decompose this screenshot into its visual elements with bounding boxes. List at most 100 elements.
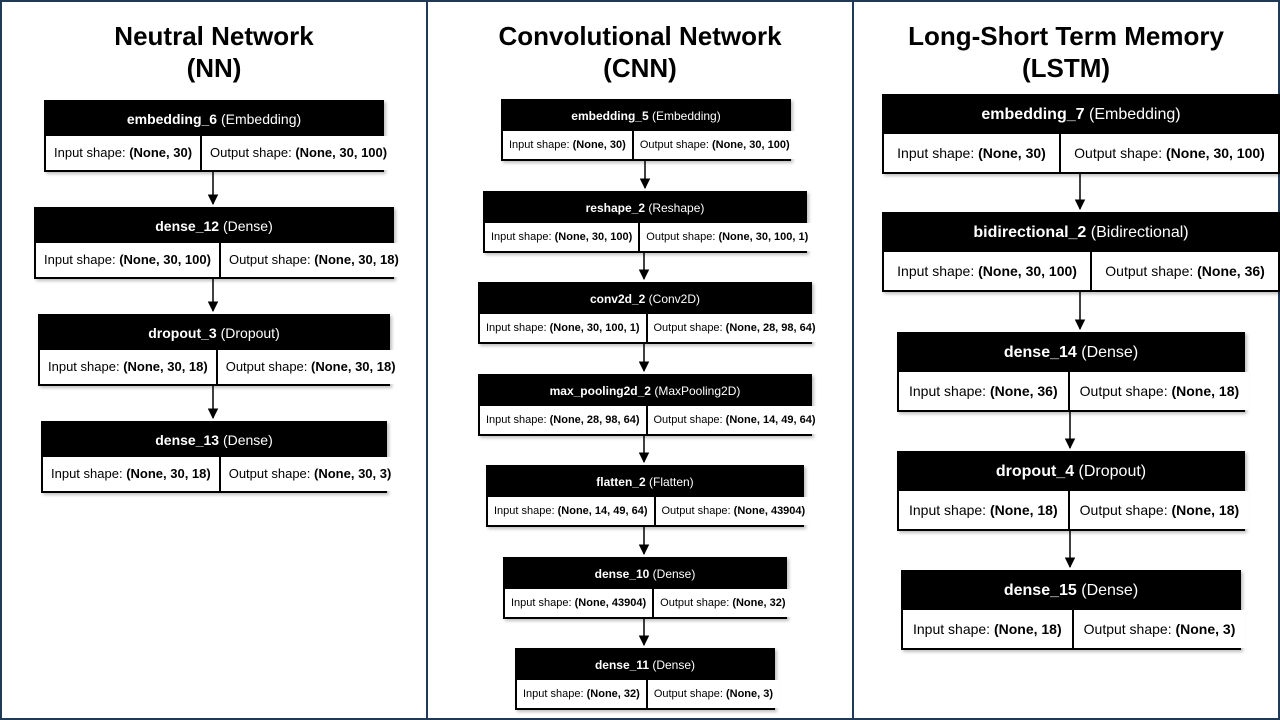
layer-name: bidirectional_2 xyxy=(973,224,1087,241)
output-shape-label: Output shape: xyxy=(639,139,709,151)
layer-header: flatten_2 (Flatten) xyxy=(488,467,802,497)
output-shape-label: Output shape: xyxy=(1074,145,1163,161)
input-shape-label: Input shape: xyxy=(909,383,987,399)
output-shape-label: Output shape: xyxy=(653,688,723,700)
output-shape-cell: Output shape: (None, 30, 18) xyxy=(217,350,404,384)
panel-title-line: (LSTM) xyxy=(1021,53,1111,83)
layer-name: dense_11 xyxy=(594,658,649,672)
layer-block: dense_10 (Dense)Input shape: (None, 4390… xyxy=(503,557,792,619)
output-shape-cell: Output shape: (None, 36) xyxy=(1092,252,1278,290)
layer-shapes: Input shape: (None, 14, 49, 64)Output sh… xyxy=(488,497,812,525)
output-shape-label: Output shape: xyxy=(1105,263,1194,279)
output-shape-value: (None, 30, 100) xyxy=(1166,145,1265,161)
input-shape-value: (None, 30, 100) xyxy=(554,231,633,243)
layer-type: (Dense) xyxy=(1081,582,1139,599)
panel-title: Long-Short Term Memory (LSTM) xyxy=(854,20,1278,84)
input-shape-value: (None, 30) xyxy=(129,145,193,160)
input-shape-cell: Input shape: (None, 30, 18) xyxy=(40,350,216,384)
output-shape-cell: Output shape: (None, 43904) xyxy=(655,497,812,525)
layer-type: (Dense) xyxy=(222,218,273,234)
output-shape-value: (None, 43904) xyxy=(733,505,806,517)
layer-shapes: Input shape: (None, 18)Output shape: (No… xyxy=(899,491,1250,529)
input-shape-value: (None, 30) xyxy=(572,139,626,151)
layer-type: (Bidirectional) xyxy=(1090,224,1189,241)
layer-name: flatten_2 xyxy=(596,475,646,489)
input-shape-cell: Input shape: (None, 32) xyxy=(517,680,646,708)
layer-name: dense_12 xyxy=(155,218,220,234)
input-shape-label: Input shape: xyxy=(897,145,975,161)
output-shape-value: (None, 30, 100) xyxy=(711,139,790,151)
input-shape-value: (None, 36) xyxy=(989,383,1058,399)
layer-block: dense_13 (Dense)Input shape: (None, 30, … xyxy=(41,421,400,493)
output-shape-label: Output shape: xyxy=(653,414,723,426)
output-shape-cell: Output shape: (None, 32) xyxy=(654,589,792,617)
layer-type: (Dropout) xyxy=(220,325,280,341)
layer-header: embedding_6 (Embedding) xyxy=(46,102,382,136)
layer-block: dropout_4 (Dropout)Input shape: (None, 1… xyxy=(897,451,1250,531)
input-shape-label: Input shape: xyxy=(897,263,975,279)
layer-block: embedding_5 (Embedding)Input shape: (Non… xyxy=(501,99,796,161)
input-shape-cell: Input shape: (None, 30, 100) xyxy=(36,243,219,277)
output-shape-cell: Output shape: (None, 30, 100) xyxy=(633,131,796,159)
layer-header: dense_11 (Dense) xyxy=(517,650,773,680)
output-shape-value: (None, 30, 18) xyxy=(314,252,399,267)
output-shape-cell: Output shape: (None, 3) xyxy=(1073,610,1246,648)
input-shape-value: (None, 32) xyxy=(586,688,640,700)
output-shape-label: Output shape: xyxy=(653,322,723,334)
layer-header: dense_15 (Dense) xyxy=(903,572,1239,610)
output-shape-label: Output shape: xyxy=(1079,383,1168,399)
input-shape-cell: Input shape: (None, 14, 49, 64) xyxy=(488,497,654,525)
layer-block: embedding_7 (Embedding)Input shape: (Non… xyxy=(882,94,1280,174)
layer-header: dense_12 (Dense) xyxy=(36,209,392,243)
layer-type: (Flatten) xyxy=(649,475,694,489)
output-shape-cell: Output shape: (None, 28, 98, 64) xyxy=(647,314,822,342)
layer-name: dense_10 xyxy=(594,567,650,581)
layer-type: (Conv2D) xyxy=(648,292,701,306)
output-shape-label: Output shape: xyxy=(646,231,716,243)
layer-shapes: Input shape: (None, 30)Output shape: (No… xyxy=(884,134,1278,172)
layer-header: reshape_2 (Reshape) xyxy=(485,193,805,223)
output-shape-cell: Output shape: (None, 30, 18) xyxy=(220,243,407,277)
panel-title-line: Neutral Network xyxy=(114,21,314,51)
input-shape-value: (None, 30, 100) xyxy=(119,252,211,267)
input-shape-value: (None, 18) xyxy=(993,621,1062,637)
input-shape-label: Input shape: xyxy=(511,597,572,609)
output-shape-cell: Output shape: (None, 30, 100) xyxy=(202,136,396,170)
layer-name: max_pooling2d_2 xyxy=(549,384,651,398)
input-shape-label: Input shape: xyxy=(523,688,584,700)
input-shape-cell: Input shape: (None, 30, 100) xyxy=(485,223,639,251)
input-shape-cell: Input shape: (None, 30, 18) xyxy=(43,457,219,491)
layer-shapes: Input shape: (None, 30, 100)Output shape… xyxy=(884,252,1278,290)
input-shape-label: Input shape: xyxy=(54,145,126,160)
output-shape-cell: Output shape: (None, 14, 49, 64) xyxy=(647,406,822,434)
input-shape-label: Input shape: xyxy=(486,414,547,426)
input-shape-label: Input shape: xyxy=(494,505,555,517)
layer-block: dense_12 (Dense)Input shape: (None, 30, … xyxy=(34,207,407,279)
input-shape-cell: Input shape: (None, 30, 100, 1) xyxy=(480,314,646,342)
panel-title-line: Convolutional Network xyxy=(498,21,782,51)
layer-header: dense_13 (Dense) xyxy=(43,423,385,457)
nn-panel: Neutral Network (NN) embedding_6 (Embedd… xyxy=(0,0,428,720)
input-shape-value: (None, 14, 49, 64) xyxy=(557,505,648,517)
layer-type: (Embedding) xyxy=(1088,106,1181,123)
output-shape-value: (None, 3) xyxy=(725,688,774,700)
output-shape-value: (None, 30, 3) xyxy=(314,466,392,481)
output-shape-value: (None, 14, 49, 64) xyxy=(725,414,816,426)
input-shape-cell: Input shape: (None, 18) xyxy=(899,491,1068,529)
layer-name: dropout_3 xyxy=(148,325,217,341)
input-shape-value: (None, 30, 18) xyxy=(126,466,211,481)
output-shape-label: Output shape: xyxy=(225,359,308,374)
output-shape-cell: Output shape: (None, 30, 100) xyxy=(1060,134,1278,172)
layer-type: (Embedding) xyxy=(652,109,721,123)
layer-block: reshape_2 (Reshape)Input shape: (None, 3… xyxy=(483,191,815,253)
output-shape-value: (None, 30, 100) xyxy=(295,145,388,160)
output-shape-value: (None, 18) xyxy=(1171,502,1240,518)
layer-name: dense_15 xyxy=(1003,582,1077,599)
panel-title-line: Long-Short Term Memory xyxy=(908,21,1224,51)
layer-shapes: Input shape: (None, 30, 100, 1)Output sh… xyxy=(480,314,822,342)
layer-block: max_pooling2d_2 (MaxPooling2D)Input shap… xyxy=(478,374,822,436)
layer-header: dropout_4 (Dropout) xyxy=(899,453,1243,491)
layer-shapes: Input shape: (None, 28, 98, 64)Output sh… xyxy=(480,406,822,434)
layer-shapes: Input shape: (None, 30, 18)Output shape:… xyxy=(40,350,404,384)
layer-block: bidirectional_2 (Bidirectional) Input sha… xyxy=(882,212,1280,292)
